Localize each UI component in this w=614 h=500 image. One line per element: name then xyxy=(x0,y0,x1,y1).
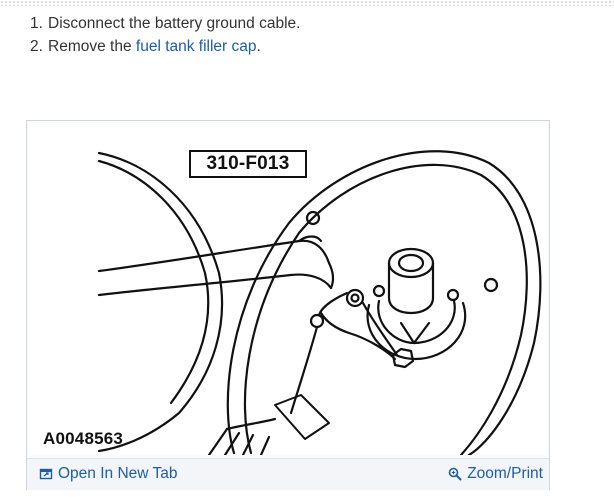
figure-id-label: A0048563 xyxy=(43,429,124,448)
zoom-print-button[interactable]: Zoom/Print xyxy=(448,465,543,483)
fuel-tank-filler-cap-link[interactable]: fuel tank filler cap xyxy=(135,38,257,55)
figure-footer: Open In New Tab Zoom/Print xyxy=(27,458,549,490)
step-item: 2. Remove the fuel tank filler cap. xyxy=(30,35,300,58)
figure-container: 310-F013 A0048563 Open In New Tab Zoom/P… xyxy=(26,120,550,490)
external-window-icon xyxy=(39,468,53,480)
open-in-new-tab-label: Open In New Tab xyxy=(58,465,178,482)
step-number: 2. xyxy=(30,38,43,55)
step-item: 1. Disconnect the battery ground cable. xyxy=(30,12,300,35)
zoom-print-label: Zoom/Print xyxy=(467,465,543,482)
step-text-after: . xyxy=(256,38,261,55)
figure-code-label: 310-F013 xyxy=(189,150,307,178)
step-number: 1. xyxy=(30,15,43,32)
fuel-filler-illustration xyxy=(97,150,542,455)
top-dotted-rule xyxy=(0,0,614,6)
magnifier-icon xyxy=(448,467,462,481)
figure-illustration[interactable]: 310-F013 A0048563 xyxy=(29,123,547,455)
open-in-new-tab-button[interactable]: Open In New Tab xyxy=(39,465,177,483)
step-text: Disconnect the battery ground cable. xyxy=(48,15,301,32)
step-text-before: Remove the xyxy=(48,38,136,55)
instruction-steps: 1. Disconnect the battery ground cable. 2… xyxy=(30,12,300,58)
